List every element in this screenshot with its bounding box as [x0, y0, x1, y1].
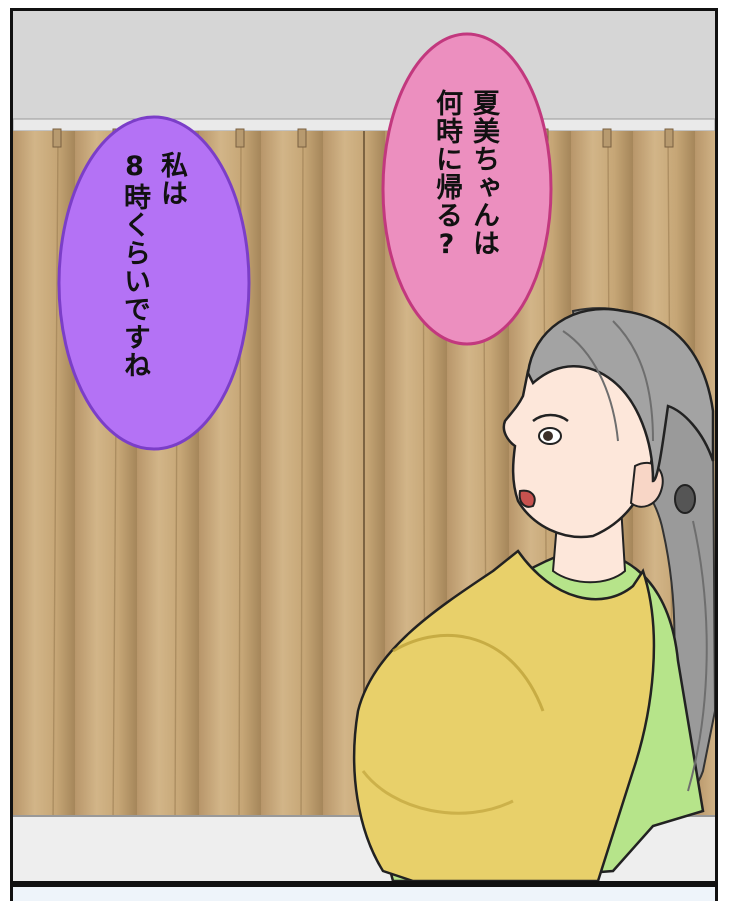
apron [352, 549, 656, 881]
speech-line-purple-2: 8時くらいですね [119, 151, 150, 379]
speech-bubble-purple [57, 115, 251, 451]
upper-wall [13, 11, 715, 121]
speech-line-purple-1: 私は [156, 151, 187, 207]
hair-tie [674, 484, 696, 514]
eye-pupil [543, 431, 553, 441]
speech-line-pink-2: 何時に帰る? [431, 89, 462, 261]
speech-line-pink-1: 夏美ちゃんは [468, 89, 499, 257]
speech-bubble-pink [381, 32, 553, 346]
comic-panel: 夏美ちゃんは 何時に帰る? 私は 8時くらいですね [10, 8, 718, 884]
next-panel-edge [10, 884, 718, 901]
speech-text-pink: 夏美ちゃんは 何時に帰る? [428, 89, 502, 261]
speech-text-purple: 私は 8時くらいですね [116, 151, 190, 379]
hair-front [526, 307, 715, 483]
mouth [518, 489, 536, 508]
panel-artwork [13, 11, 715, 881]
